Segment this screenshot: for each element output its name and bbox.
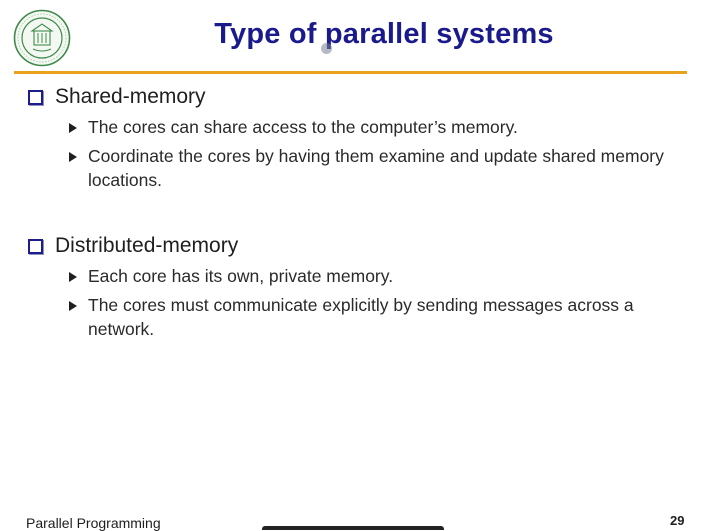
square-bullet-icon [28, 89, 43, 105]
list-item-text: The cores must communicate explicitly by… [88, 295, 634, 339]
slide-title: Type of parallel systems [214, 18, 554, 50]
pointer-cursor-icon [321, 43, 332, 54]
triangle-bullet-icon [69, 123, 77, 133]
list-item-text: Each core has its own, private memory. [88, 266, 394, 286]
list-item-text: The cores can share access to the comput… [88, 117, 518, 137]
footer-course-title: Parallel Programming [26, 515, 161, 531]
triangle-bullet-icon [69, 301, 77, 311]
section-heading: Shared-memory [55, 85, 206, 108]
footer-bar [262, 526, 444, 530]
list-item: The cores can share access to the comput… [69, 115, 678, 139]
bullet-list: Each core has its own, private memory. T… [28, 264, 678, 341]
list-item: Coordinate the cores by having them exam… [69, 144, 678, 192]
section-heading: Distributed-memory [55, 234, 239, 257]
section-distributed-memory: Distributed-memory Each core has its own… [28, 234, 678, 341]
section-shared-memory: Shared-memory The cores can share access… [28, 85, 678, 192]
list-item: Each core has its own, private memory. [69, 264, 678, 288]
university-seal-icon [13, 9, 71, 67]
square-bullet-icon [28, 238, 43, 254]
bullet-list: The cores can share access to the comput… [28, 115, 678, 192]
triangle-bullet-icon [69, 152, 77, 162]
title-divider [14, 71, 687, 74]
page-number: 29 [670, 513, 685, 528]
triangle-bullet-icon [69, 272, 77, 282]
section-heading-row: Distributed-memory [28, 234, 678, 258]
section-heading-row: Shared-memory [28, 85, 678, 109]
list-item-text: Coordinate the cores by having them exam… [88, 146, 664, 190]
list-item: The cores must communicate explicitly by… [69, 293, 678, 341]
